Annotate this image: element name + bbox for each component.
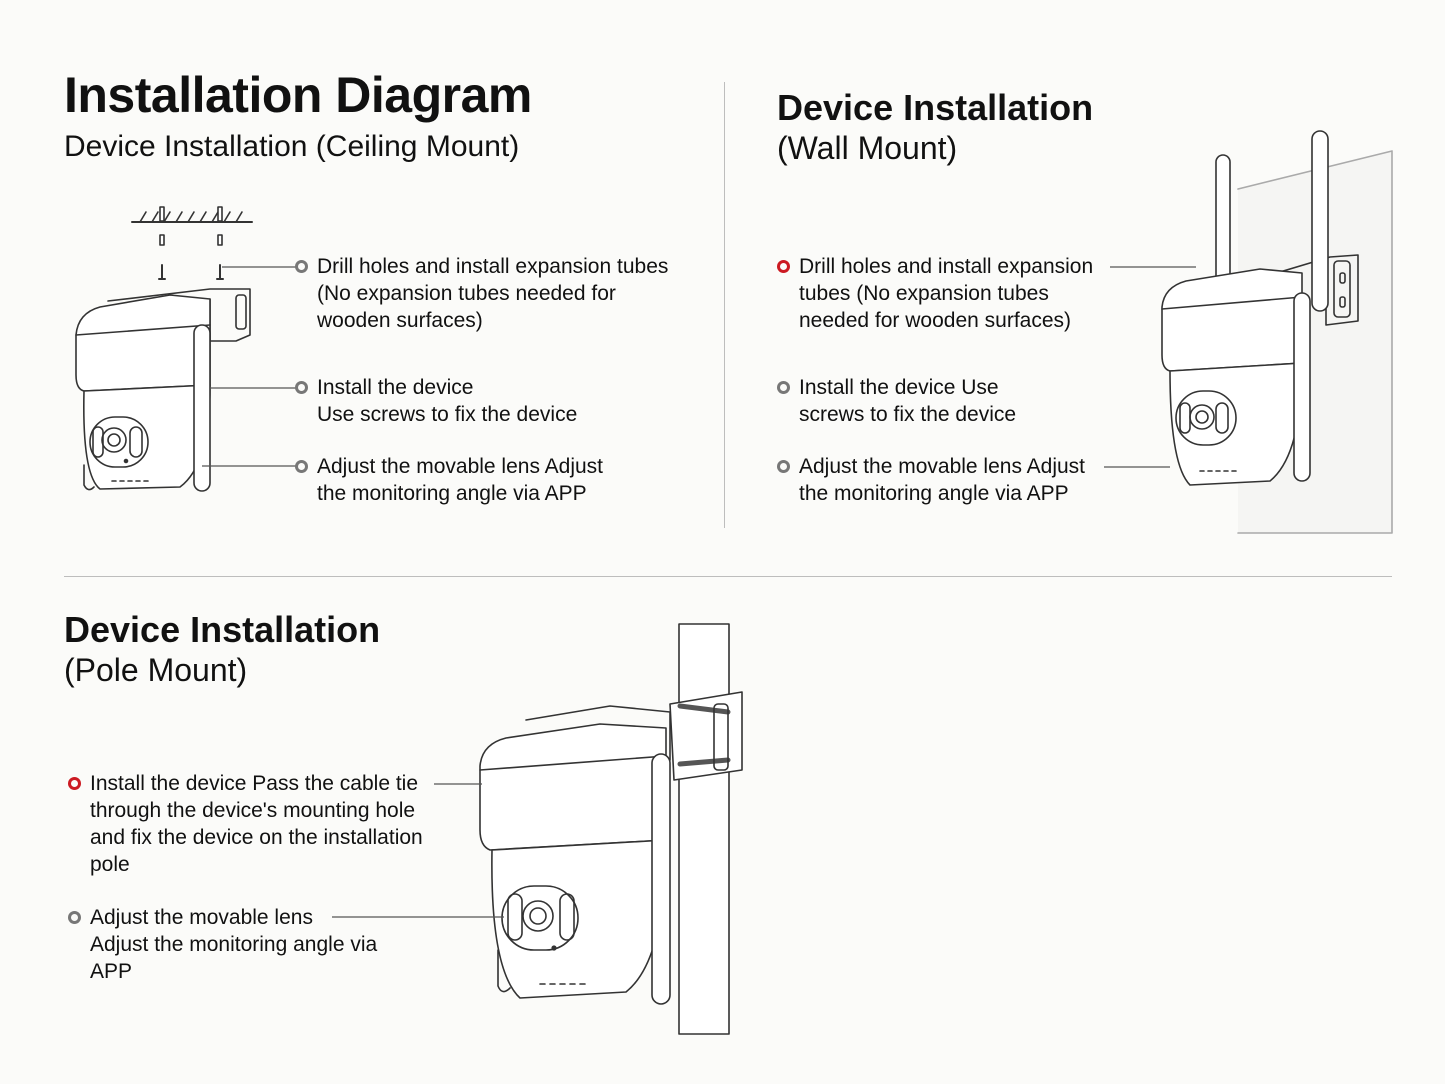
wall-step-2: Install the device Use screws to fix the… [777, 374, 1016, 428]
pole-step-2: Adjust the movable lens Adjust the monit… [68, 904, 377, 985]
wall-title: Device Installation [777, 87, 1094, 128]
step-marker-icon [295, 460, 308, 473]
ceiling-subtitle: Device Installation (Ceiling Mount) [64, 130, 520, 163]
pole-camera-illustration [332, 623, 743, 1035]
ceiling-step-3: Adjust the movable lens Adjust the monit… [295, 453, 603, 507]
page-title: Installation Diagram [64, 67, 532, 123]
wall-step-1: Drill holes and install expansion tubes … [777, 253, 1093, 334]
step-marker-icon [777, 260, 790, 273]
horizontal-divider [64, 576, 1392, 577]
pole-subtitle: (Pole Mount) [64, 652, 248, 688]
ceiling-step-1: Drill holes and install expansion tubes … [295, 253, 668, 334]
step-marker-icon [295, 381, 308, 394]
wall-subtitle: (Wall Mount) [777, 130, 958, 166]
step-marker-icon [68, 911, 81, 924]
pole-step-1: Install the device Pass the cable tie th… [68, 770, 423, 878]
wall-step-3: Adjust the movable lens Adjust the monit… [777, 453, 1085, 507]
ceiling-step-2: Install the device Use screws to fix the… [295, 374, 577, 428]
step-marker-icon [68, 777, 81, 790]
vertical-divider [724, 82, 725, 528]
wall-camera-illustration [1104, 130, 1393, 534]
step-marker-icon [777, 460, 790, 473]
pole-title: Device Installation [64, 609, 381, 650]
ceiling-camera-illustration [75, 206, 300, 492]
step-marker-icon [777, 381, 790, 394]
step-marker-icon [295, 260, 308, 273]
